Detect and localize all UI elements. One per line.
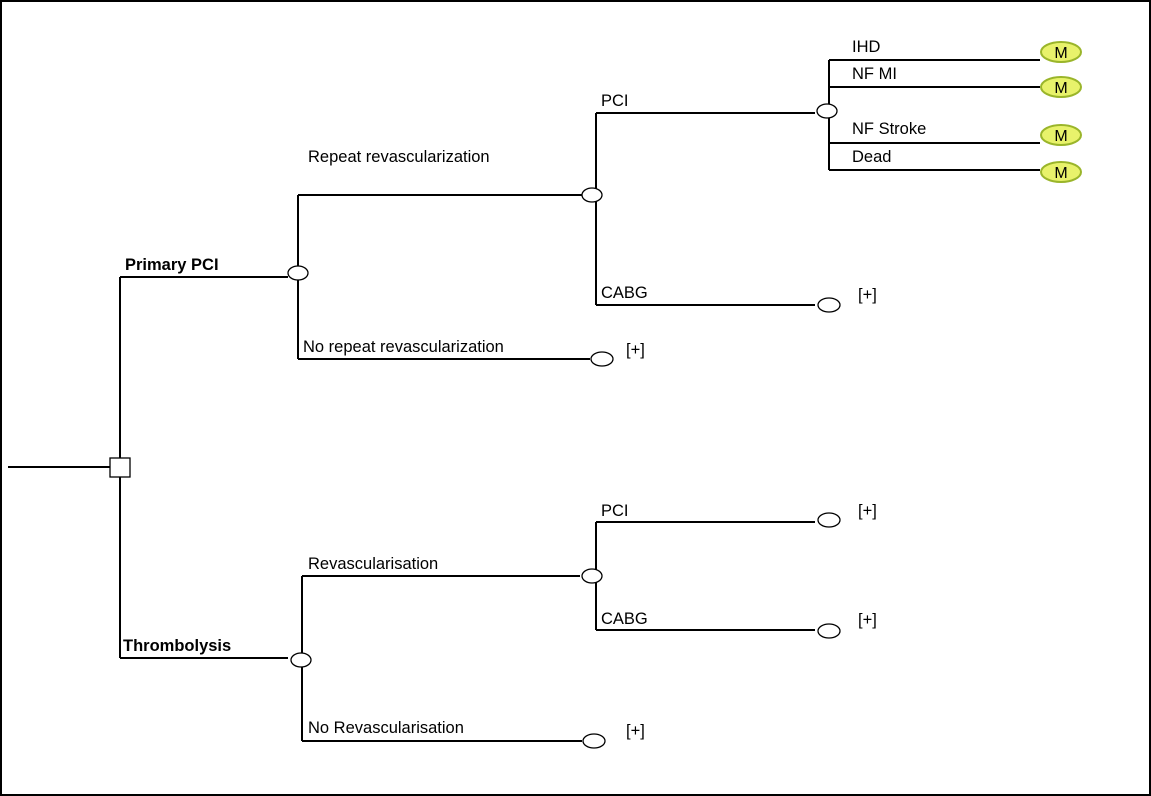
- branch-label: CABG: [601, 284, 648, 302]
- branch-label: NF Stroke: [852, 120, 926, 138]
- branch-label: Revascularisation: [308, 555, 438, 573]
- chance-node-icon[interactable]: [590, 351, 614, 367]
- decision-node-icon[interactable]: [109, 457, 131, 478]
- branch-cabg[interactable]: CABG: [596, 284, 815, 306]
- chance-node-icon[interactable]: [816, 103, 838, 119]
- chance-node-icon[interactable]: [581, 187, 603, 203]
- branch-label: Repeat revascularization: [308, 148, 490, 166]
- expand-marker[interactable]: [+]: [858, 611, 877, 629]
- chance-node-icon[interactable]: [582, 733, 606, 749]
- branch-label: NF MI: [852, 65, 897, 83]
- chance-node-icon[interactable]: [290, 652, 312, 668]
- branch-revascularisation[interactable]: Revascularisation: [302, 555, 580, 577]
- branch-label: No repeat revascularization: [303, 338, 504, 356]
- branch-label: IHD: [852, 38, 881, 56]
- branch-no-revascularisation[interactable]: No Revascularisation: [302, 719, 582, 742]
- chance-node-icon[interactable]: [287, 265, 309, 281]
- markov-node-label: M: [1054, 128, 1067, 145]
- branch-label: CABG: [601, 610, 648, 628]
- branch-cabg-thrombolysis[interactable]: CABG: [596, 610, 815, 631]
- branch-pci-thrombolysis[interactable]: PCI: [596, 502, 815, 523]
- branch-ihd[interactable]: IHD: [829, 38, 1040, 61]
- chance-node-icon[interactable]: [581, 568, 603, 584]
- expand-marker[interactable]: [+]: [626, 722, 645, 740]
- markov-node-icon[interactable]: M: [1040, 124, 1082, 146]
- branch-repeat-revascularization[interactable]: Repeat revascularization: [298, 148, 582, 196]
- branch-label: Thrombolysis: [123, 637, 231, 655]
- branch-primary-pci[interactable]: Primary PCI: [120, 256, 288, 278]
- branch-label: Dead: [852, 148, 891, 166]
- markov-node-label: M: [1054, 80, 1067, 97]
- markov-node-icon[interactable]: M: [1040, 41, 1082, 63]
- branch-label: No Revascularisation: [308, 719, 464, 737]
- expand-marker[interactable]: [+]: [858, 286, 877, 304]
- markov-node-label: M: [1054, 45, 1067, 62]
- chance-node-icon[interactable]: [817, 512, 841, 528]
- branch-pci[interactable]: PCI: [596, 92, 815, 114]
- markov-node-icon[interactable]: M: [1040, 161, 1082, 183]
- markov-node-label: M: [1054, 165, 1067, 182]
- branch-dead[interactable]: Dead: [829, 148, 1040, 171]
- chance-node-icon[interactable]: [817, 297, 841, 313]
- expand-marker[interactable]: [+]: [626, 341, 645, 359]
- markov-node-icon[interactable]: M: [1040, 76, 1082, 98]
- branch-label: PCI: [601, 92, 629, 110]
- branch-label: PCI: [601, 502, 629, 520]
- branch-thrombolysis[interactable]: Thrombolysis: [120, 637, 288, 659]
- chance-node-icon[interactable]: [817, 623, 841, 639]
- branch-label: Primary PCI: [125, 256, 219, 274]
- branch-no-repeat-revascularization[interactable]: No repeat revascularization: [298, 338, 590, 360]
- expand-marker[interactable]: [+]: [858, 502, 877, 520]
- branch-nf-mi[interactable]: NF MI: [829, 65, 1040, 88]
- branch-nf-stroke[interactable]: NF Stroke: [829, 120, 1040, 144]
